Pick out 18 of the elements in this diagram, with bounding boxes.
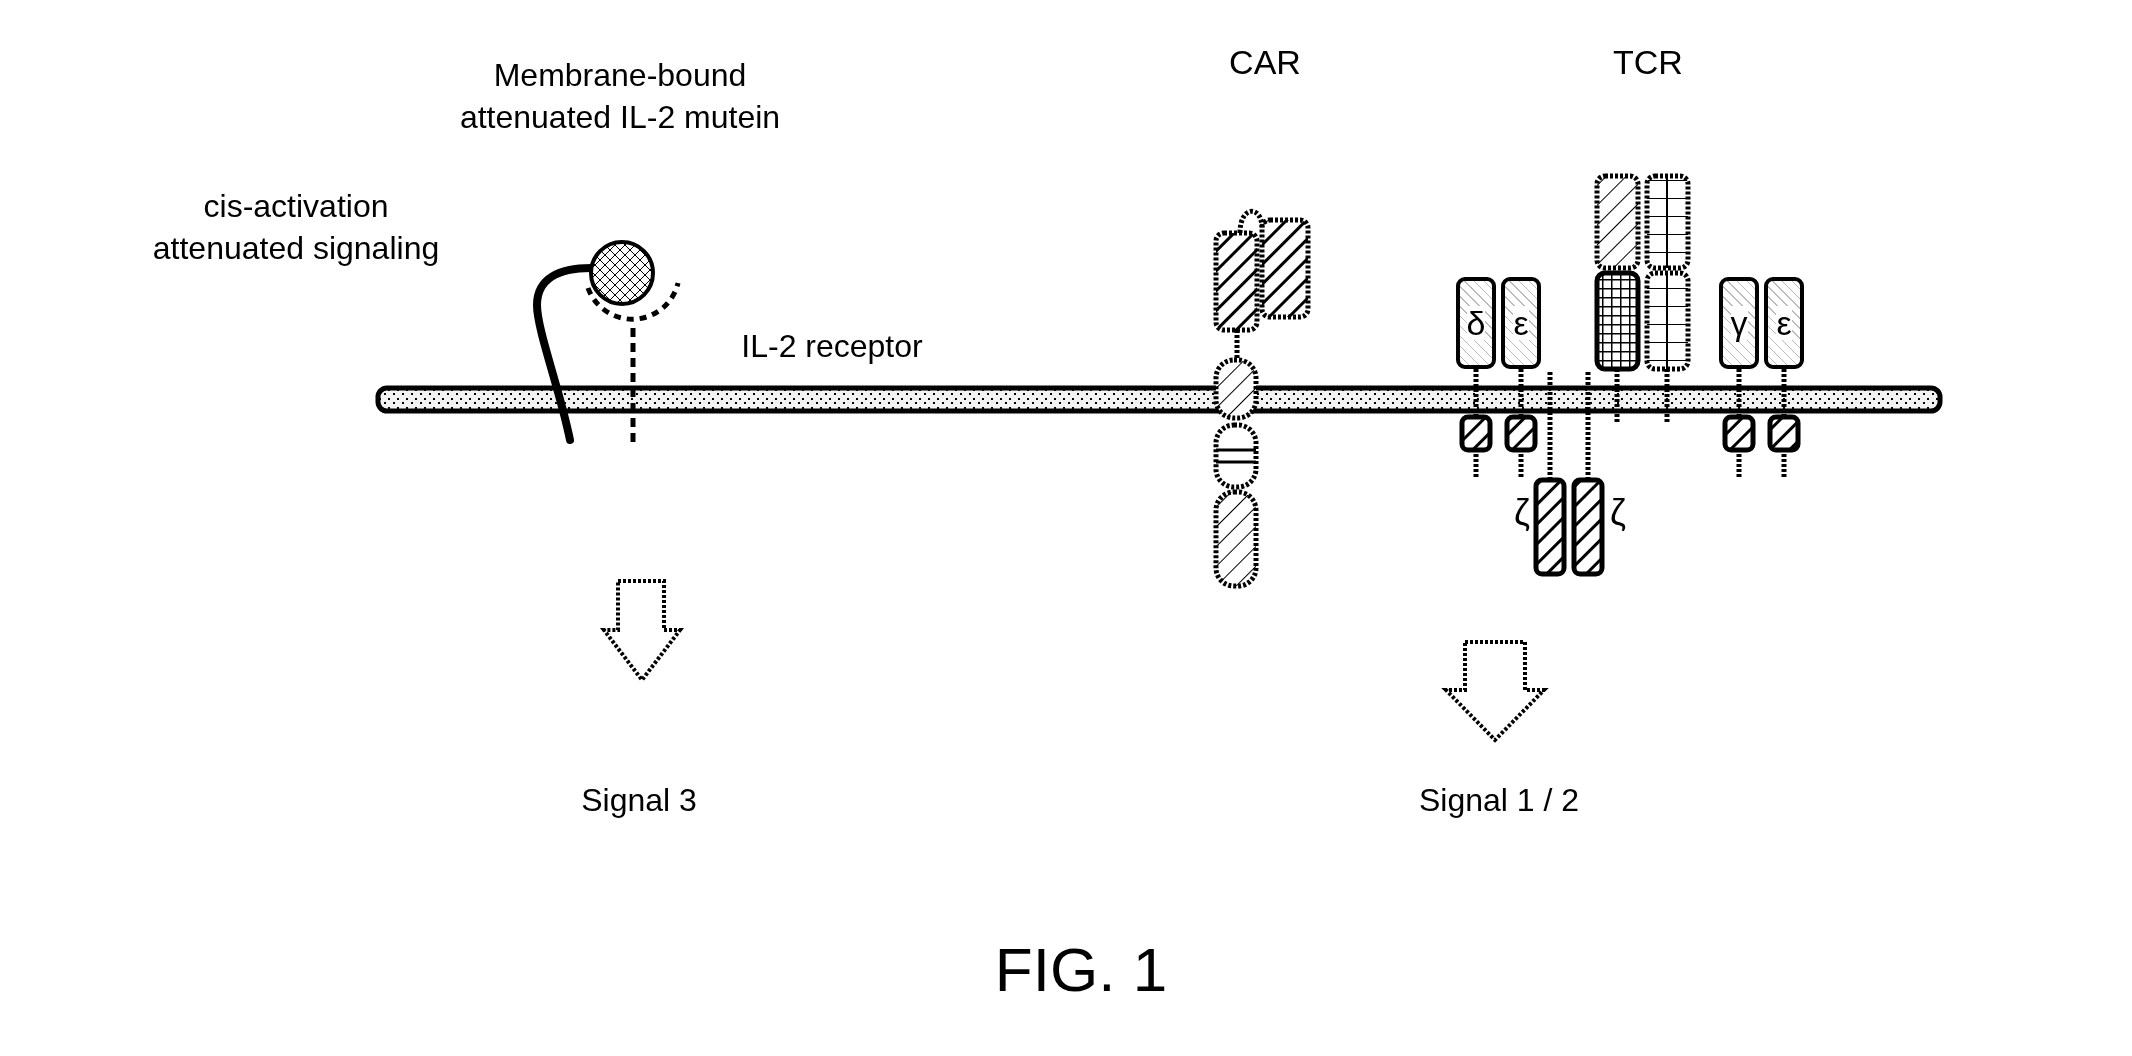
annotation-text: cis-activation attenuated signaling	[151, 187, 441, 268]
signal-label: Signal 1 / 2	[1417, 781, 1581, 820]
protein-subunit-box	[1456, 277, 1496, 369]
receptor-label: CAR	[1228, 42, 1302, 83]
protein-subunit-box	[1501, 277, 1541, 369]
signal-label: Signal 3	[580, 781, 698, 820]
chain-label: ζ	[1609, 491, 1627, 535]
protein-label: Membrane-bound attenuated IL-2 mutein	[458, 56, 782, 137]
chain-label: ζ	[1513, 491, 1531, 535]
figure-caption: FIG. 1	[993, 934, 1169, 1006]
subunit-label: δ	[1466, 306, 1486, 340]
receptor-label: IL-2 receptor	[740, 327, 924, 366]
subunit-label: ε	[1776, 306, 1792, 340]
protein-subunit-box	[1764, 277, 1804, 369]
subunit-label: ε	[1513, 306, 1529, 340]
subunit-label: γ	[1730, 306, 1748, 340]
protein-subunit-box	[1719, 277, 1759, 369]
receptor-label: TCR	[1612, 42, 1684, 83]
